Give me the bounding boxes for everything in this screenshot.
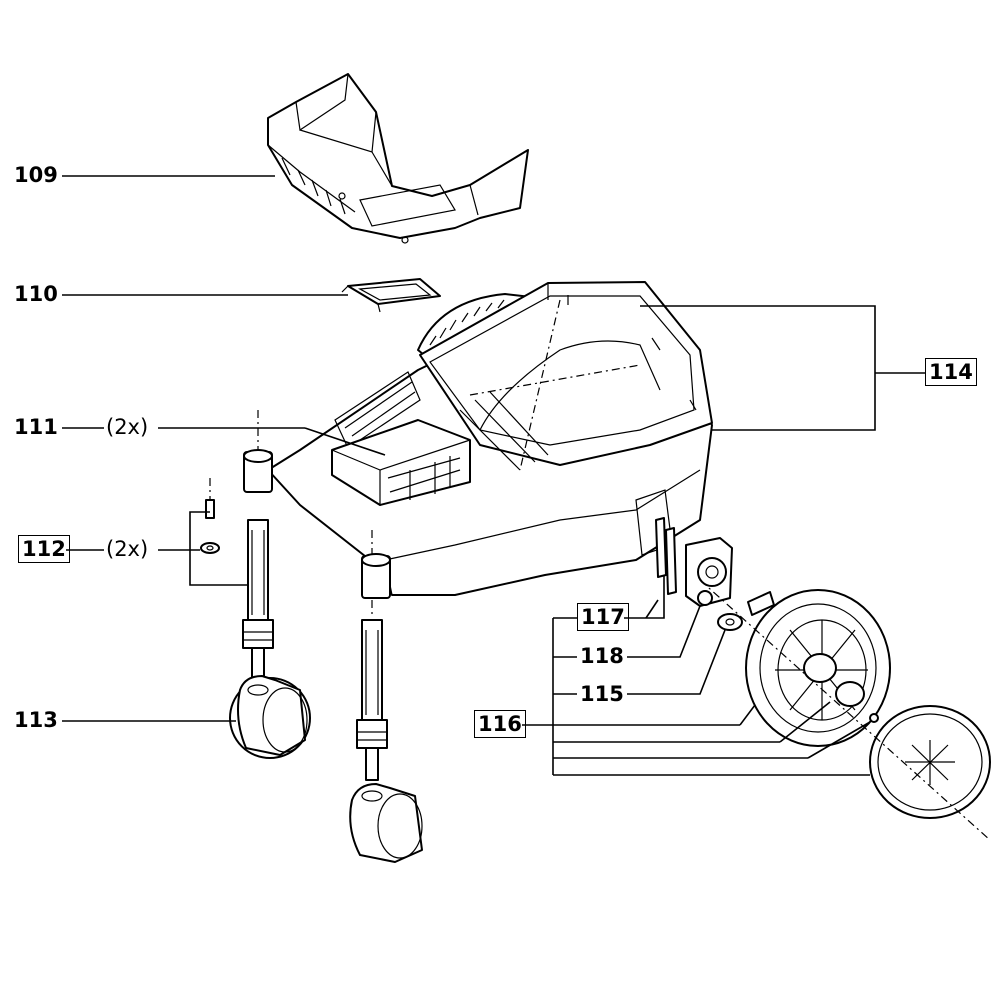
callout-112-quantity: (2x) xyxy=(106,537,149,561)
part-113-castor-left xyxy=(229,519,311,759)
callout-112: 112 xyxy=(18,535,70,563)
callout-113: 113 xyxy=(14,708,58,732)
castor-right xyxy=(349,600,423,863)
callout-111: 111 xyxy=(14,415,58,439)
housing-castor-sockets xyxy=(243,449,391,599)
callout-114: 114 xyxy=(925,358,977,386)
callout-116: 116 xyxy=(474,710,526,738)
callout-117: 117 xyxy=(577,603,629,631)
part-110-filter-frame xyxy=(341,278,441,313)
part-109-top-tray xyxy=(267,73,529,244)
callout-118: 118 xyxy=(580,644,624,668)
part-112-screw xyxy=(200,478,220,554)
part-114-housing xyxy=(257,281,713,596)
callout-115: 115 xyxy=(580,682,624,706)
callout-110: 110 xyxy=(14,282,58,306)
callout-111-quantity: (2x) xyxy=(106,415,149,439)
rear-wheel-assembly xyxy=(655,517,991,841)
callout-109: 109 xyxy=(14,163,58,187)
leader-lines xyxy=(62,175,925,776)
